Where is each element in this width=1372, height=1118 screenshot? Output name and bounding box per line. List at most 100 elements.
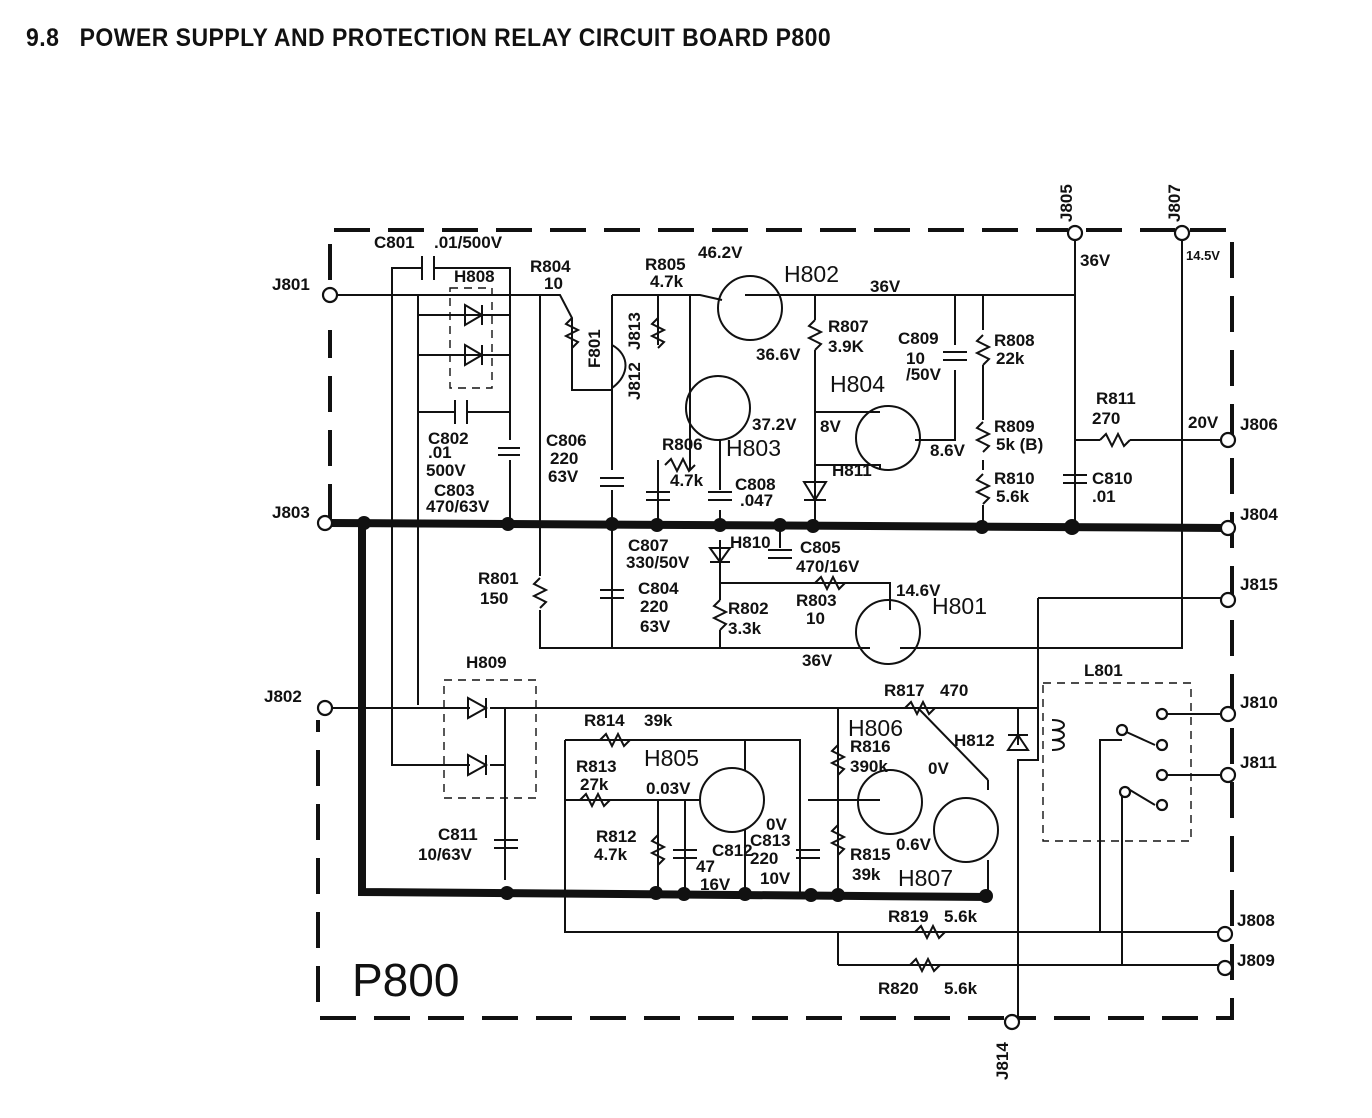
r801-label: R801 — [478, 569, 519, 588]
r813-symbol — [579, 791, 611, 809]
j811-terminal — [1219, 766, 1237, 784]
c813-label: C813 — [750, 831, 791, 850]
r805-label: R805 — [645, 255, 686, 274]
relay-contact-1 — [1155, 707, 1169, 721]
c806-symbol — [600, 477, 624, 487]
j814-terminal — [1003, 1013, 1021, 1031]
r815-label: R815 — [850, 845, 891, 864]
f801-symbol — [611, 344, 627, 389]
voltage-36-6: 36.6V — [756, 345, 801, 364]
r802-label: R802 — [728, 599, 769, 618]
c809-value-2: /50V — [906, 365, 942, 384]
h812-diode — [1006, 733, 1030, 751]
voltage-0-h805: 0V — [766, 815, 787, 834]
c807-label: C807 — [628, 536, 669, 555]
c803-label: C803 — [434, 481, 475, 500]
r803-symbol — [814, 574, 846, 592]
r812-value: 4.7k — [594, 845, 628, 864]
h807-label: H807 — [898, 865, 953, 891]
h805-label: H805 — [644, 745, 699, 771]
c806-value-1: 220 — [550, 449, 578, 468]
j801-label: J801 — [272, 275, 310, 294]
board-name: P800 — [352, 954, 459, 1006]
voltage-36-h801: 36V — [802, 651, 833, 670]
j804-label: J804 — [1240, 505, 1278, 524]
h808-diode-1 — [464, 303, 484, 327]
voltage-14-5: 14.5V — [1186, 248, 1220, 263]
j815-label: J815 — [1240, 575, 1278, 594]
r819-symbol — [914, 923, 946, 941]
r813-label: R813 — [576, 757, 617, 776]
c804-value-1: 220 — [640, 597, 668, 616]
h808-label: H808 — [454, 267, 495, 286]
h808-diode-2 — [464, 343, 484, 367]
board-outline — [316, 228, 1234, 1020]
h812-label: H812 — [954, 731, 995, 750]
voltage-8-6: 8.6V — [930, 441, 966, 460]
c812-symbol — [673, 849, 697, 859]
c808-label: C808 — [735, 475, 776, 494]
r820-value: 5.6k — [944, 979, 978, 998]
r812-symbol — [649, 834, 667, 866]
j807-terminal — [1173, 224, 1191, 242]
c811-label: C811 — [438, 825, 478, 844]
c801-value: .01/500V — [434, 233, 503, 252]
h806-label: H806 — [848, 715, 903, 741]
r815-symbol — [829, 824, 847, 856]
c802-label: C802 — [428, 429, 469, 448]
r820-symbol — [909, 956, 941, 974]
h809-bridge-box — [443, 679, 537, 799]
j812-label: J812 — [625, 362, 644, 400]
c803-symbol — [498, 447, 520, 456]
r811-value: 270 — [1092, 409, 1120, 428]
r802-symbol — [711, 599, 729, 631]
relay-contact-3 — [1155, 768, 1169, 782]
r806-label: R806 — [662, 435, 703, 454]
r816-label: R816 — [850, 737, 891, 756]
c811-symbol — [494, 839, 518, 849]
r812-label: R812 — [596, 827, 637, 846]
c804-symbol — [600, 589, 624, 599]
voltage-20: 20V — [1188, 413, 1219, 432]
c812-value-2: 16V — [700, 875, 731, 894]
j806-label: J806 — [1240, 415, 1278, 434]
c813-value-1: 220 — [750, 849, 778, 868]
r806-symbol — [664, 456, 696, 474]
relay-contact-4 — [1155, 798, 1169, 812]
c804-value-2: 63V — [640, 617, 671, 636]
l801-label: L801 — [1084, 661, 1123, 680]
c805-symbol — [768, 549, 792, 559]
j814-label: J814 — [993, 1042, 1012, 1080]
r809-symbol — [974, 421, 992, 453]
h811-diode — [802, 481, 828, 502]
component-symbols — [421, 256, 1192, 974]
c809-value-1: 10 — [906, 349, 925, 368]
c806b-symbol — [646, 491, 670, 501]
c804-label: C804 — [638, 579, 679, 598]
voltage-36-j805: 36V — [1080, 251, 1111, 270]
r820-label: R820 — [878, 979, 919, 998]
h810-diode — [708, 547, 732, 564]
r819-label: R819 — [888, 907, 929, 926]
j805-terminal — [1066, 224, 1084, 242]
h804-transistor — [855, 405, 921, 471]
ground-bus-lower — [358, 523, 991, 901]
junction-dots — [357, 516, 1080, 903]
r808-label: R808 — [994, 331, 1035, 350]
voltage-37-2: 37.2V — [752, 415, 797, 434]
r809-label: R809 — [994, 417, 1035, 436]
r801-value: 150 — [480, 589, 508, 608]
c801-symbol — [421, 256, 435, 280]
c808-symbol — [708, 491, 732, 501]
r811-label: R811 — [1096, 389, 1136, 408]
c810-symbol — [1063, 474, 1087, 484]
r811-symbol — [1099, 431, 1131, 449]
h810-label: H810 — [730, 533, 771, 552]
r802-value: 3.3k — [728, 619, 762, 638]
c802-symbol — [454, 400, 468, 424]
j807-label: J807 — [1165, 184, 1184, 222]
j813-label: J813 — [625, 312, 644, 350]
voltage-0-h806: 0V — [928, 759, 949, 778]
voltage-8: 8V — [820, 417, 841, 436]
j803-label: J803 — [272, 503, 310, 522]
